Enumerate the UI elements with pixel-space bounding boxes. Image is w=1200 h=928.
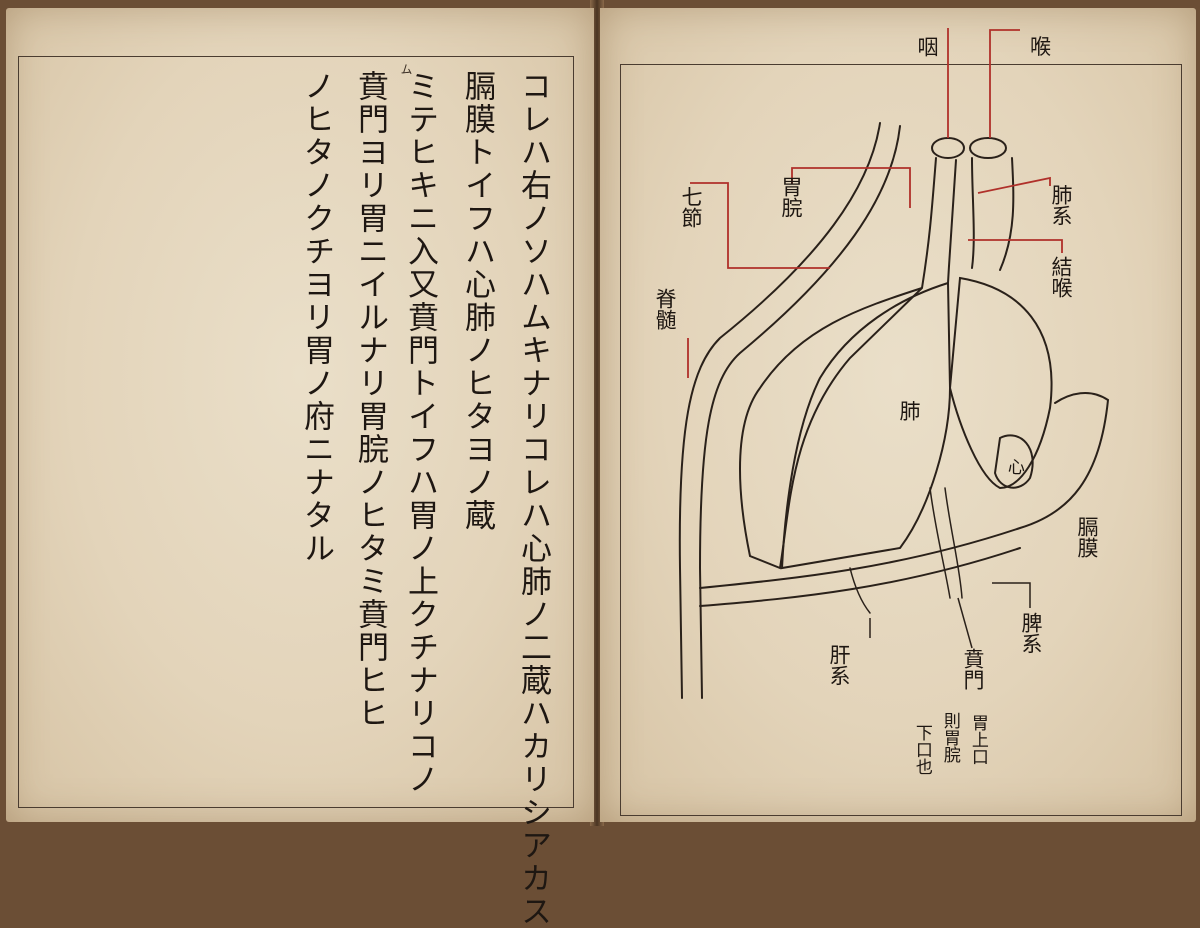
leader-cardia	[957, 597, 973, 649]
diaphragm-outline	[699, 392, 1110, 589]
pharynx-opening	[931, 137, 965, 159]
anatomy-diagram	[678, 28, 1110, 699]
label-lung-system: 肺系	[1049, 184, 1074, 226]
spine-back	[698, 125, 901, 699]
trachea-outline	[921, 157, 957, 289]
right-page-frame	[620, 64, 1182, 816]
vessel-1	[929, 487, 963, 599]
label-lung: 肺	[897, 400, 922, 421]
label-connective: 結喉	[1049, 256, 1074, 298]
leader-larynx	[989, 29, 1020, 138]
label-larynx: 喉	[1030, 35, 1051, 59]
label-spine: 脊髄	[653, 288, 678, 330]
diaphragm-lower	[699, 547, 1021, 607]
text-column-2: 膈膜トイフハ心肺ノヒタヨノ蔵	[459, 70, 495, 532]
lung-outline	[739, 287, 923, 570]
label-heart: 心	[1003, 458, 1024, 475]
text-column-5: ノヒタノクチヨリ胃ノ府ニナタル	[298, 70, 334, 565]
leader-gastric-duct	[791, 167, 911, 208]
label-stomach-note: 則胃脘	[939, 712, 960, 763]
lung-outline-2	[780, 281, 952, 570]
larynx-opening	[969, 137, 1007, 159]
label-lower-note: 下口也	[911, 724, 932, 775]
text-column-4: 賁門ヨリ胃ニイルナリ胃脘ノヒタミ賁門ヒヒ	[352, 70, 388, 730]
label-gastric-duct: 胃脘	[779, 176, 804, 218]
leader-seven-segments	[690, 182, 830, 269]
right-page: 咽 喉 七節 胃脘 肺系 結喉 脊髄 肺 心 膈膜 脾系 肝系 賁門 胃上口 則…	[600, 8, 1196, 822]
text-column-3: ミテヒキニ入又賁門トイフハ胃ノ上クチナリコノ	[402, 70, 438, 796]
leader-connective	[968, 239, 1063, 253]
label-liver-system: 肝系	[827, 644, 852, 686]
heart-small	[993, 434, 1034, 489]
text-column-1: コレハ右ノソハムキナリコレハ心肺ノ二蔵ハカリシアカス	[515, 70, 551, 928]
label-pharynx: 咽	[915, 36, 940, 57]
label-seven-segments: 七節	[679, 186, 704, 228]
label-cardia-note: 胃上口	[967, 714, 988, 765]
leader-lung-system	[977, 176, 1051, 194]
vessel-2	[849, 567, 871, 614]
label-diaphragm: 膈膜	[1075, 516, 1100, 558]
label-cardia: 賁門	[961, 648, 986, 690]
esophagus-outline	[971, 157, 1015, 271]
label-spleen-system: 脾系	[1019, 612, 1044, 654]
heart-outline	[948, 276, 1053, 490]
leader-spleen-system	[992, 582, 1031, 608]
spine-front	[678, 122, 881, 699]
left-page-frame	[18, 56, 574, 808]
marginal-annotation: ム	[399, 63, 413, 75]
left-page: コレハ右ノソハムキナリコレハ心肺ノ二蔵ハカリシアカス 膈膜トイフハ心肺ノヒタヨノ…	[6, 8, 594, 928]
